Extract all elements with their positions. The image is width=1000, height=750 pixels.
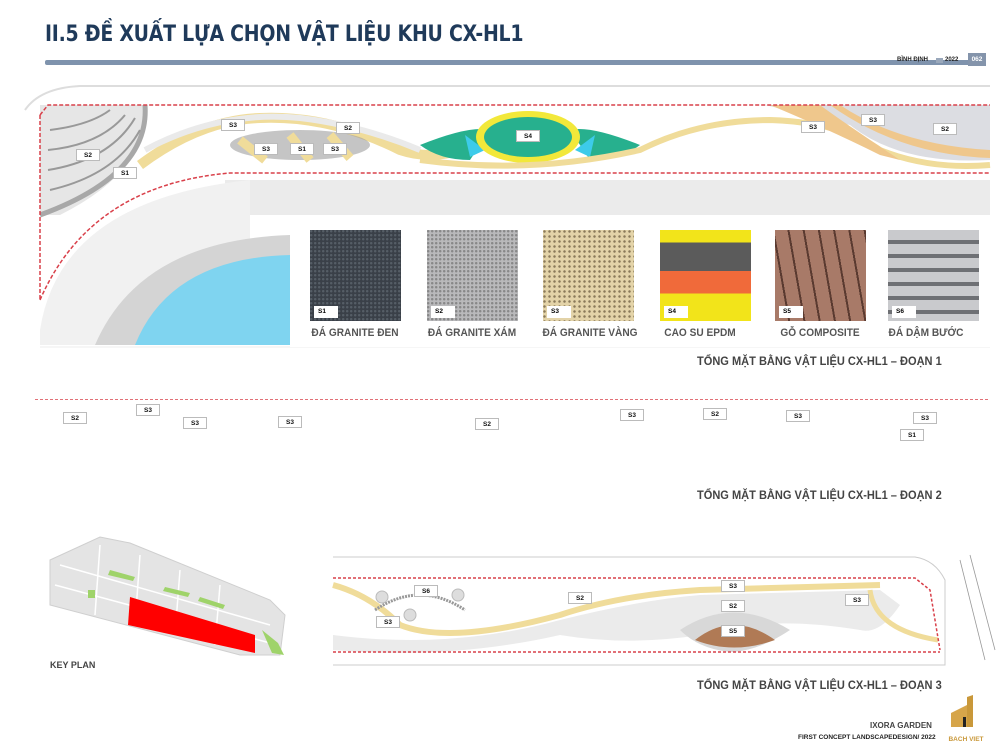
plan-section-3 — [332, 554, 996, 666]
material-tag: S3 — [278, 416, 302, 428]
swatch-code: S3 — [547, 306, 571, 318]
page-title: II.5 ĐỀ XUẤT LỰA CHỌN VẬT LIỆU KHU CX-HL… — [45, 22, 524, 47]
material-tag: S3 — [323, 143, 347, 155]
material-tag: S2 — [721, 600, 745, 612]
plan2-caption: TỔNG MẶT BẰNG VẬT LIỆU CX-HL1 – ĐOẠN 2 — [697, 488, 942, 502]
material-tag: S2 — [63, 412, 87, 424]
swatch-code: S1 — [314, 306, 338, 318]
material-tag: S3 — [183, 417, 207, 429]
swatch-s1: S1 — [310, 230, 401, 321]
swatch-s2: S2 — [427, 230, 518, 321]
material-tag: S3 — [861, 114, 885, 126]
material-tag: S6 — [414, 585, 438, 597]
material-swatch-panel — [290, 215, 990, 347]
material-tag: S3 — [721, 580, 745, 592]
material-tag: S3 — [913, 412, 937, 424]
material-tag: S2 — [933, 123, 957, 135]
swatch-s6: S6 — [888, 230, 979, 321]
material-tag: S2 — [336, 122, 360, 134]
swatch-name: GỖ COMPOSITE — [780, 327, 860, 339]
bach-viet-logo: BACH VIET — [945, 695, 987, 745]
material-tag: S2 — [568, 592, 592, 604]
material-tag: S1 — [113, 167, 137, 179]
material-tag: S3 — [801, 121, 825, 133]
year-marker — [936, 58, 943, 63]
swatch-name: ĐÁ DẬM BƯỚC — [888, 327, 964, 339]
swatch-name: ĐÁ GRANITE XÁM — [427, 327, 517, 339]
swatch-name: CAO SU EPDM — [664, 327, 736, 339]
material-tag: S2 — [76, 149, 100, 161]
swatch-code: S2 — [431, 306, 455, 318]
key-plan-label: KEY PLAN — [50, 660, 96, 670]
swatch-s5: S5 — [775, 230, 866, 321]
material-tag: S2 — [703, 408, 727, 420]
swatch-name: ĐÁ GRANITE ĐEN — [311, 327, 399, 339]
material-tag: S5 — [721, 625, 745, 637]
page-number: 062 — [968, 53, 986, 66]
material-tag: S1 — [900, 429, 924, 441]
material-tag: S3 — [254, 143, 278, 155]
title-rule — [45, 60, 985, 65]
plan-section-1 — [24, 85, 991, 400]
material-tag: S3 — [136, 404, 160, 416]
material-tag: S3 — [845, 594, 869, 606]
logo-text: BACH VIET — [948, 736, 984, 743]
material-tag: S1 — [290, 143, 314, 155]
material-tag: S4 — [516, 130, 540, 142]
key-plan-map — [49, 536, 286, 656]
material-tag: S2 — [475, 418, 499, 430]
material-tag: S3 — [620, 409, 644, 421]
project-name: IXORA GARDEN — [870, 721, 932, 730]
swatch-name: ĐÁ GRANITE VÀNG — [542, 327, 638, 339]
plan1-caption: TỔNG MẶT BẰNG VẬT LIỆU CX-HL1 – ĐOẠN 1 — [697, 354, 942, 368]
swatch-code: S6 — [892, 306, 916, 318]
material-tag: S3 — [786, 410, 810, 422]
year-label: 2022 — [945, 57, 959, 63]
project-subtitle: FIRST CONCEPT LANDSCAPEDESIGN/ 2022 — [798, 734, 936, 741]
swatch-s3: S3 — [543, 230, 634, 321]
location-label: BÌNH ĐỊNH — [897, 57, 928, 63]
plan3-caption: TỔNG MẶT BẰNG VẬT LIỆU CX-HL1 – ĐOẠN 3 — [697, 678, 942, 692]
swatch-code: S5 — [779, 306, 803, 318]
swatch-s4: S4 — [660, 230, 751, 321]
material-tag: S3 — [376, 616, 400, 628]
material-tag: S3 — [221, 119, 245, 131]
swatch-code: S4 — [664, 306, 688, 318]
